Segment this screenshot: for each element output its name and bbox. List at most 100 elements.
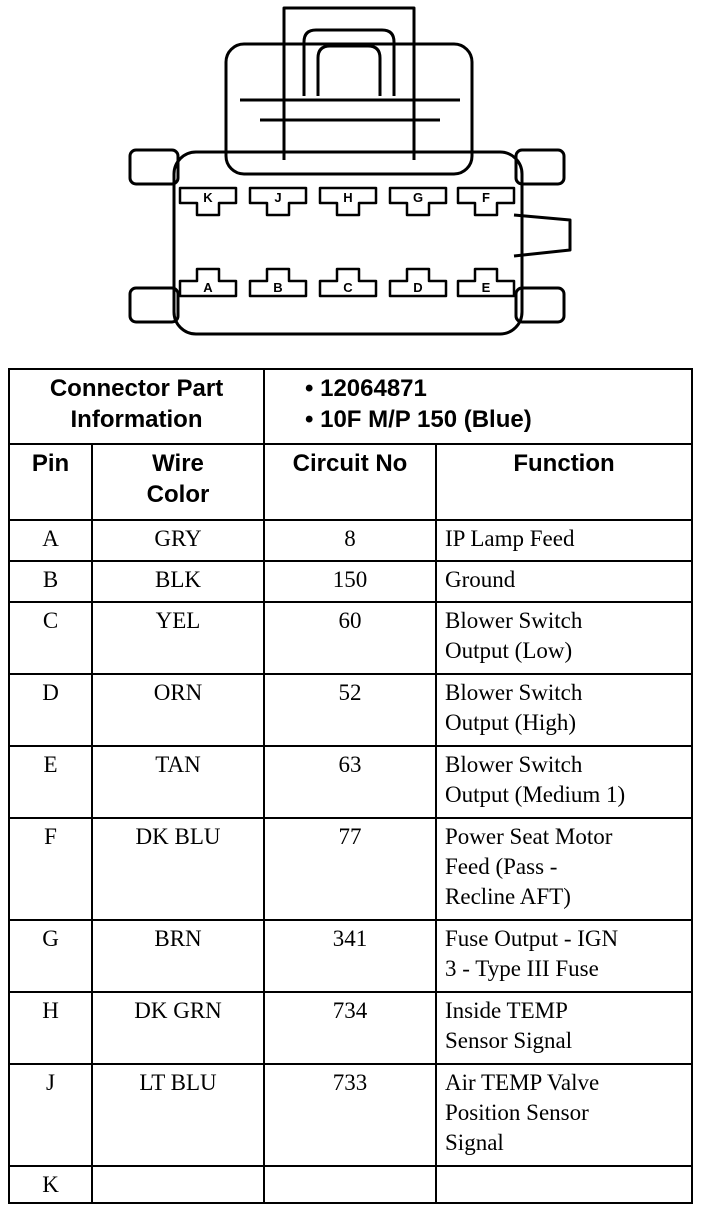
pin-cavity-bottom-a <box>178 267 238 298</box>
pin-label-b: B <box>273 280 282 295</box>
wire-color-cell: DK GRN <box>90 991 266 1065</box>
function-line: Output (Low) <box>445 638 573 663</box>
part-info-label-line1: Connector Part <box>49 375 224 402</box>
part-info-label-line2: Information <box>70 406 203 433</box>
connector-pinout-table: Connector Part Information 12064871 10F … <box>7 368 694 1204</box>
header-circuit-no: Circuit No <box>263 443 438 521</box>
header-wire-color-line2: Color <box>146 481 210 508</box>
pin-label-g: G <box>413 190 423 205</box>
header-wire-color: Wire Color <box>90 443 266 521</box>
function-line: Fuse Output - IGN <box>445 926 619 951</box>
header-function: Function <box>435 443 694 521</box>
function-line: Power Seat Motor <box>445 824 613 849</box>
wire-color-cell: BLK <box>90 560 266 603</box>
header-pin: Pin <box>8 443 93 521</box>
function-line: Air TEMP Valve <box>445 1070 600 1095</box>
pin-label-j: J <box>274 190 281 205</box>
pin-cell: A <box>8 519 93 562</box>
pin-cavity-bottom-d <box>388 267 448 298</box>
wire-color-cell: DK BLU <box>90 817 266 921</box>
circuit-no-cell <box>263 1165 438 1204</box>
wire-color-cell <box>90 1165 266 1204</box>
wire-color-cell: BRN <box>90 919 266 993</box>
pin-cavity-top-g <box>388 186 448 217</box>
function-line: Feed (Pass - <box>445 854 558 879</box>
function-cell <box>435 1165 694 1204</box>
function-line: Blower Switch <box>445 680 583 705</box>
pin-cell: E <box>8 745 93 819</box>
function-line: Blower Switch <box>445 752 583 777</box>
function-line: Ground <box>445 567 516 592</box>
function-line: Output (High) <box>445 710 576 735</box>
circuit-no-cell: 341 <box>263 919 438 993</box>
pin-cavity-bottom-e <box>456 267 516 298</box>
pin-cell: G <box>8 919 93 993</box>
circuit-no-cell: 8 <box>263 519 438 562</box>
pin-cell: D <box>8 673 93 747</box>
function-line: Signal <box>445 1130 504 1155</box>
pin-label-e: E <box>482 280 491 295</box>
wire-color-cell: ORN <box>90 673 266 747</box>
pin-cell: C <box>8 601 93 675</box>
column-header-row: Pin Wire Color Circuit No Function <box>8 443 694 521</box>
function-cell: Fuse Output - IGN 3 - Type III Fuse <box>435 919 694 993</box>
pin-cell: B <box>8 560 93 603</box>
pin-label-h: H <box>343 190 352 205</box>
function-cell: Inside TEMP Sensor Signal <box>435 991 694 1065</box>
function-line: Output (Medium 1) <box>445 782 626 807</box>
pin-cell: K <box>8 1165 93 1204</box>
circuit-no-cell: 60 <box>263 601 438 675</box>
function-line: Blower Switch <box>445 608 583 633</box>
function-line: Sensor Signal <box>445 1028 573 1053</box>
wire-color-cell: TAN <box>90 745 266 819</box>
function-cell: IP Lamp Feed <box>435 519 694 562</box>
pin-label-k: K <box>203 190 213 205</box>
part-info-row: Connector Part Information 12064871 10F … <box>7 368 694 445</box>
pin-cell: H <box>8 991 93 1065</box>
function-cell: Ground <box>435 560 694 603</box>
pin-label-c: C <box>343 280 353 295</box>
pin-cavity-top-h <box>318 186 378 217</box>
circuit-no-cell: 52 <box>263 673 438 747</box>
pin-cavity-bottom-c <box>318 267 378 298</box>
pin-cavity-bottom-b <box>248 267 308 298</box>
pin-cavity-top-j <box>248 186 308 217</box>
circuit-no-cell: 63 <box>263 745 438 819</box>
function-line: 3 - Type III Fuse <box>445 956 599 981</box>
part-number: 12064871 <box>305 373 691 404</box>
table-row: K <box>8 1165 694 1204</box>
header-wire-color-line1: Wire <box>152 450 204 477</box>
wire-color-cell: LT BLU <box>90 1063 266 1167</box>
function-line: Position Sensor <box>445 1100 589 1125</box>
connector-description: 10F M/P 150 (Blue) <box>305 404 691 435</box>
circuit-no-cell: 733 <box>263 1063 438 1167</box>
pin-cavity-top-k <box>178 186 238 217</box>
function-line: Inside TEMP <box>445 998 568 1023</box>
circuit-no-cell: 77 <box>263 817 438 921</box>
function-line: IP Lamp Feed <box>445 526 575 551</box>
circuit-no-cell: 150 <box>263 560 438 603</box>
connector-face-diagram: K J H G F A B C D E <box>128 6 572 336</box>
circuit-no-cell: 734 <box>263 991 438 1065</box>
pin-cavity-top-f <box>456 186 516 217</box>
pin-cell: J <box>8 1063 93 1167</box>
part-info-label: Connector Part Information <box>7 368 266 445</box>
part-info-values: 12064871 10F M/P 150 (Blue) <box>263 368 694 445</box>
function-line: Recline AFT) <box>445 884 571 909</box>
wire-color-cell: YEL <box>90 601 266 675</box>
wire-color-cell: GRY <box>90 519 266 562</box>
pin-cell: F <box>8 817 93 921</box>
